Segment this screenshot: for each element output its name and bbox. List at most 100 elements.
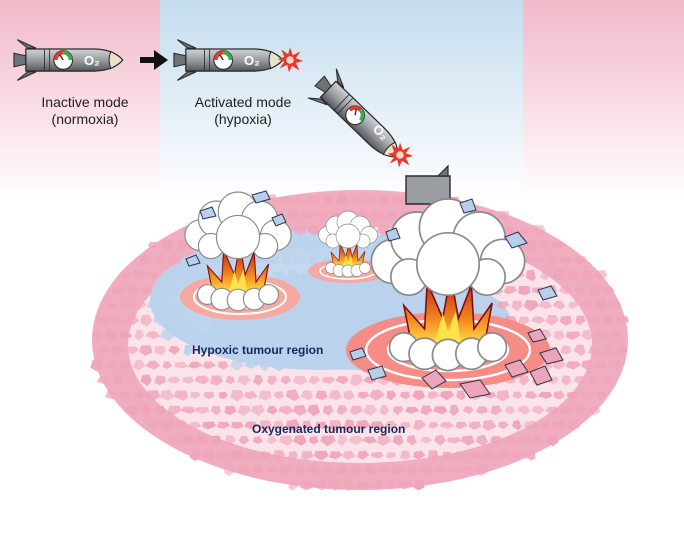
oxygenated-cell (266, 436, 278, 445)
explosion-icon (185, 192, 291, 311)
hypoxic-cell (378, 285, 391, 296)
oxygenated-cell (588, 374, 601, 386)
hypoxic-cell (183, 315, 193, 326)
oxygenated-cell (131, 302, 147, 310)
hypoxic-cell (280, 254, 292, 266)
hypoxic-cell (162, 300, 173, 311)
oxygenated-cell (461, 435, 475, 446)
oxygenated-cell (323, 405, 334, 416)
oxygenated-cell (596, 391, 607, 400)
hypoxic-cell (245, 329, 258, 342)
oxygenated-cell (145, 390, 161, 401)
oxygenated-cell (601, 286, 615, 294)
oxygenated-cell (315, 211, 327, 220)
oxygenated-cell (210, 375, 223, 386)
oxygenated-cell (140, 374, 152, 386)
inactive-mode-title: Inactive mode (41, 94, 129, 110)
oxygenated-cell (133, 390, 145, 400)
oxygenated-cell (342, 450, 356, 460)
oxygenated-cell (558, 285, 573, 295)
oxygenated-cell (343, 390, 355, 401)
oxygenated-cell (428, 421, 439, 429)
oxygenated-cell (581, 329, 593, 341)
oxygenated-cell (405, 406, 420, 414)
oxygenated-cell (537, 391, 553, 399)
oxygenated-cell (154, 255, 166, 266)
oxygenated-cell (517, 405, 531, 415)
oxygenated-cell (449, 404, 459, 417)
oxygenated-cell (420, 405, 433, 416)
oxygenated-cell (530, 316, 546, 324)
oxygenated-cell (321, 376, 336, 384)
oxygenated-cell (553, 330, 565, 341)
normoxia-background-right (523, 0, 684, 200)
oxygenated-cell (588, 345, 601, 356)
hypoxic-cell (146, 301, 161, 309)
oxygenated-cell (512, 391, 522, 399)
oxygenated-cell (406, 464, 418, 477)
oxygenated-cell (551, 420, 567, 430)
oxygenated-cell (194, 407, 210, 415)
activated-mode-label: Activated mode (hypoxia) (168, 94, 318, 128)
oxygenated-cell (125, 315, 140, 325)
oxygenated-region-label: Oxygenated tumour region (252, 422, 406, 436)
oxygenated-cell (456, 390, 466, 401)
oxygenated-cell (336, 405, 348, 416)
oxygenated-cell (132, 359, 146, 371)
oxygenated-cell (140, 255, 153, 267)
hypoxic-cell (189, 271, 203, 280)
oxygenated-cell (560, 345, 572, 355)
explosion-icon-small (317, 209, 379, 279)
oxygenated-cell (355, 420, 371, 431)
oxygenated-cell (519, 375, 530, 386)
oxygenated-cell (545, 315, 559, 326)
oxygenated-cell (105, 330, 118, 341)
hypoxic-cell (161, 271, 173, 280)
hypoxic-cell (271, 359, 287, 372)
oxygenated-cell (448, 466, 461, 474)
hypoxic-cell (244, 361, 258, 369)
oxygenated-cell (308, 376, 321, 385)
oxygenated-cell (362, 436, 378, 444)
oxygenated-cell (602, 375, 614, 385)
oxygenated-cell (154, 345, 166, 356)
hypoxic-cell (174, 270, 188, 281)
activated-mode-title: Activated mode (194, 94, 292, 110)
oxygenated-cell (588, 284, 601, 297)
oxygenated-cell (258, 390, 272, 401)
oxygenated-cell (455, 421, 468, 430)
hypoxic-cell (363, 316, 377, 325)
oxygenated-cell (308, 465, 321, 475)
oxygenated-cell (540, 422, 551, 429)
hypoxic-cell (335, 316, 350, 325)
oxygenated-cell (505, 405, 515, 415)
hypoxic-cell (295, 344, 306, 357)
oxygenated-cell (97, 316, 112, 325)
oxygenated-cell (267, 375, 278, 386)
oxygenated-cell (134, 330, 145, 341)
oxygenated-cell (474, 464, 490, 477)
oxygenated-cell (386, 211, 397, 219)
oxygenated-cell (104, 391, 118, 400)
oxygenated-cell (194, 375, 210, 385)
oxygenated-cell (350, 195, 363, 205)
oxygenated-cell (285, 389, 300, 402)
hypoxic-cell (308, 344, 321, 356)
oxygenated-cell (566, 420, 581, 431)
oxygenated-cell (288, 451, 298, 460)
arrow-right-icon (140, 50, 168, 70)
oxygenated-cell (278, 196, 294, 205)
oxygenated-cell (265, 467, 279, 474)
oxygenated-cell (531, 405, 545, 415)
oxygenated-cell (475, 406, 489, 415)
oxygenated-cell (370, 210, 384, 222)
oxygenated-cell (301, 390, 313, 401)
hypoxic-cell (314, 360, 328, 371)
oxygenated-cell (160, 420, 175, 432)
oxygenated-cell (439, 390, 455, 401)
oxygenated-cell (174, 420, 188, 431)
oxygenated-cell (574, 375, 587, 385)
oxygenated-cell (162, 361, 172, 369)
